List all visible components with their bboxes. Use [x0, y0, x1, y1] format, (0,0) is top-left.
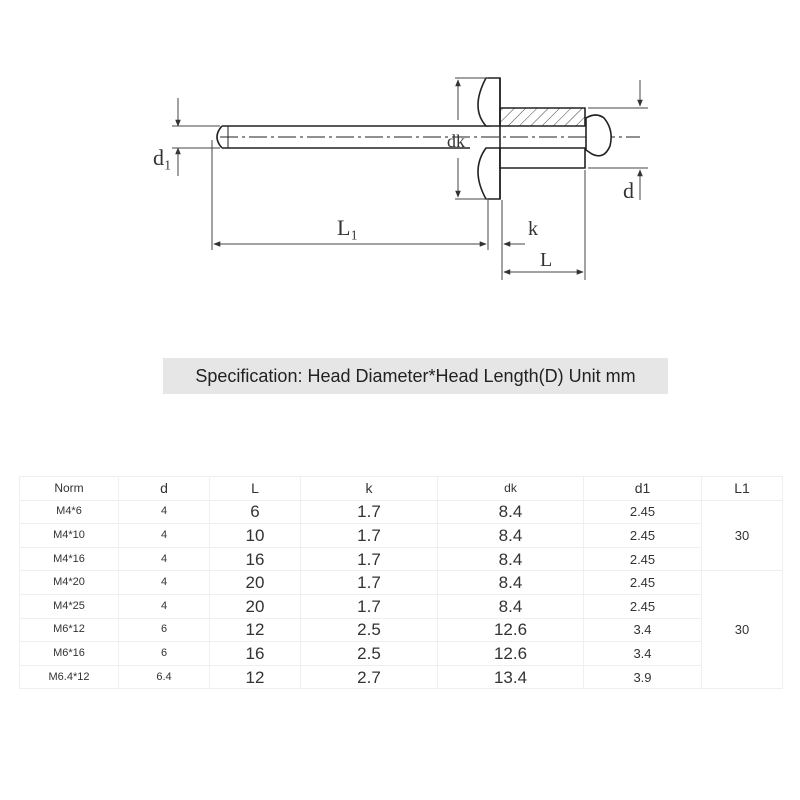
cell-k: 2.5: [300, 617, 438, 643]
cell-d: 4: [118, 593, 210, 619]
cell-d: 4: [118, 570, 210, 595]
header-norm: Norm: [19, 476, 119, 501]
cell-k: 2.5: [300, 641, 438, 666]
cell-k: 1.7: [300, 593, 438, 619]
cell-dk: 12.6: [437, 641, 584, 666]
label-k: k: [528, 218, 538, 240]
cell-L: 12: [209, 664, 301, 690]
cell-norm: M6*12: [19, 617, 119, 643]
cell-norm: M4*10: [19, 523, 119, 548]
cell-norm: M6*16: [19, 641, 119, 666]
label-L: L: [540, 249, 552, 271]
cell-d1: 2.45: [583, 593, 702, 619]
rivet-head-shape: [477, 77, 586, 200]
mandrel-shape: [216, 125, 640, 149]
specification-banner: Specification: Head Diameter*Head Length…: [163, 358, 668, 394]
cell-d: 4: [118, 546, 210, 572]
cell-L: 20: [209, 570, 301, 595]
cell-norm: M4*16: [19, 546, 119, 572]
cell-d1: 2.45: [583, 546, 702, 572]
table-row: M4*16 4 16 1.7 8.4 2.45: [19, 546, 783, 572]
label-dk: dk: [447, 131, 465, 151]
cell-L: 16: [209, 546, 301, 572]
cell-dk: 13.4: [437, 664, 584, 690]
header-d: d: [118, 476, 210, 501]
table-row: M4*25 4 20 1.7 8.4 2.45: [19, 593, 783, 619]
table-row: M6*16 6 16 2.5 12.6 3.4: [19, 641, 783, 666]
table-row: M4*6 4 6 1.7 8.4 2.45 30: [19, 499, 783, 572]
header-k: k: [300, 476, 438, 501]
cell-L: 10: [209, 523, 301, 548]
cell-L1-group-1: 30: [701, 499, 783, 572]
cell-L: 12: [209, 617, 301, 643]
table-row: M4*20 4 20 1.7 8.4 2.45 30: [19, 570, 783, 690]
label-L1: L₁: [337, 215, 358, 240]
cell-L: 16: [209, 641, 301, 666]
cell-dk: 8.4: [437, 499, 584, 525]
label-d1: d₁: [153, 145, 172, 170]
cell-k: 1.7: [300, 546, 438, 572]
cell-d1: 3.9: [583, 664, 702, 690]
cell-dk: 12.6: [437, 617, 584, 643]
cell-d1: 2.45: [583, 570, 702, 595]
cell-dk: 8.4: [437, 593, 584, 619]
dimension-lines: [172, 77, 648, 280]
cell-dk: 8.4: [437, 570, 584, 595]
cell-k: 1.7: [300, 499, 438, 525]
spec-table: Norm d L k dk d1 L1 M4*6 4 6 1.7 8.4 2.4…: [19, 476, 783, 690]
cell-dk: 8.4: [437, 523, 584, 548]
header-dk: dk: [437, 476, 584, 501]
cell-d: 4: [118, 523, 210, 548]
mandrel-tip-shape: [585, 114, 612, 157]
cell-d1: 3.4: [583, 617, 702, 643]
cell-d: 4: [118, 499, 210, 525]
header-L1: L1: [701, 476, 783, 501]
cell-L: 6: [209, 499, 301, 525]
table-row: M6.4*12 6.4 12 2.7 13.4 3.9: [19, 664, 783, 690]
cell-d1: 3.4: [583, 641, 702, 666]
cell-norm: M4*25: [19, 593, 119, 619]
cell-norm: M4*20: [19, 570, 119, 595]
cell-k: 2.7: [300, 664, 438, 690]
label-d: d: [623, 178, 634, 203]
cell-d: 6: [118, 617, 210, 643]
cell-norm: M4*6: [19, 499, 119, 525]
cell-d: 6.4: [118, 664, 210, 690]
table-header-row: Norm d L k dk d1 L1: [19, 476, 783, 501]
header-L: L: [209, 476, 301, 501]
cell-L1-group-2: 30: [701, 570, 783, 690]
cell-L: 20: [209, 593, 301, 619]
table-row: M4*10 4 10 1.7 8.4 2.45: [19, 523, 783, 548]
cell-norm: M6.4*12: [19, 664, 119, 690]
cell-d1: 2.45: [583, 523, 702, 548]
cell-k: 1.7: [300, 570, 438, 595]
cell-d1: 2.45: [583, 499, 702, 525]
table-row: M6*12 6 12 2.5 12.6 3.4: [19, 617, 783, 643]
rivet-diagram: d₁ dk d L₁ k L: [153, 77, 648, 280]
cell-d: 6: [118, 641, 210, 666]
cell-k: 1.7: [300, 523, 438, 548]
cell-dk: 8.4: [437, 546, 584, 572]
header-d1: d1: [583, 476, 702, 501]
